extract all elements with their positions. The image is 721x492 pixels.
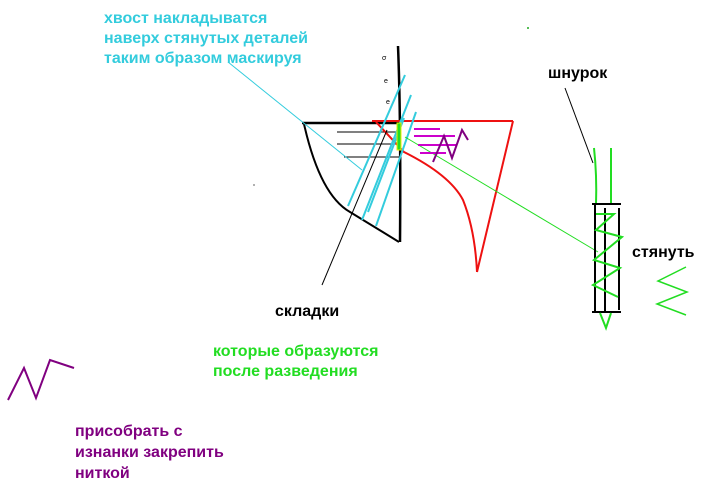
cord-pointer-line bbox=[564, 87, 594, 164]
cyan-fold-lines bbox=[347, 74, 417, 227]
cord-element bbox=[590, 147, 625, 331]
yellow-marker bbox=[396, 122, 402, 151]
svg-text:e: e bbox=[386, 99, 390, 106]
green-zigzag bbox=[654, 266, 690, 316]
folds-note-line: которые образуются bbox=[213, 343, 379, 360]
gather-note-line: изнанки закрепить bbox=[75, 444, 224, 461]
gather-note-line: ниткой bbox=[75, 465, 130, 482]
folds-label: складки bbox=[275, 303, 340, 320]
tail-note-line: наверх стянутых деталей bbox=[104, 30, 308, 47]
tail-note-line: хвост накладыватся bbox=[104, 10, 268, 27]
purple-zigzag-large bbox=[7, 358, 75, 401]
svg-text:e: e bbox=[384, 78, 388, 85]
svg-text:σ: σ bbox=[382, 55, 387, 62]
folds-note-line: после разведения bbox=[213, 363, 358, 380]
black-piece: σ e e bbox=[302, 45, 402, 243]
purple-zigzag-small bbox=[432, 127, 469, 163]
gather-note: присобрать с изнанки закрепить ниткой bbox=[75, 421, 224, 484]
magenta-lines bbox=[414, 128, 456, 154]
green-pointer-line bbox=[404, 136, 599, 253]
folds-note: которые образуются после разведения bbox=[213, 342, 378, 382]
tail-note-line: таким образом маскируя bbox=[104, 50, 302, 67]
folds-pointer-line bbox=[321, 129, 388, 286]
tail-note: хвост накладыватся наверх стянутых детал… bbox=[104, 9, 308, 69]
pull-label: стянуть bbox=[632, 244, 695, 261]
red-piece bbox=[372, 120, 514, 273]
cord-label: шнурок bbox=[548, 65, 608, 82]
tail-pointer-line bbox=[227, 61, 363, 171]
gather-note-line: присобрать с bbox=[75, 423, 183, 440]
